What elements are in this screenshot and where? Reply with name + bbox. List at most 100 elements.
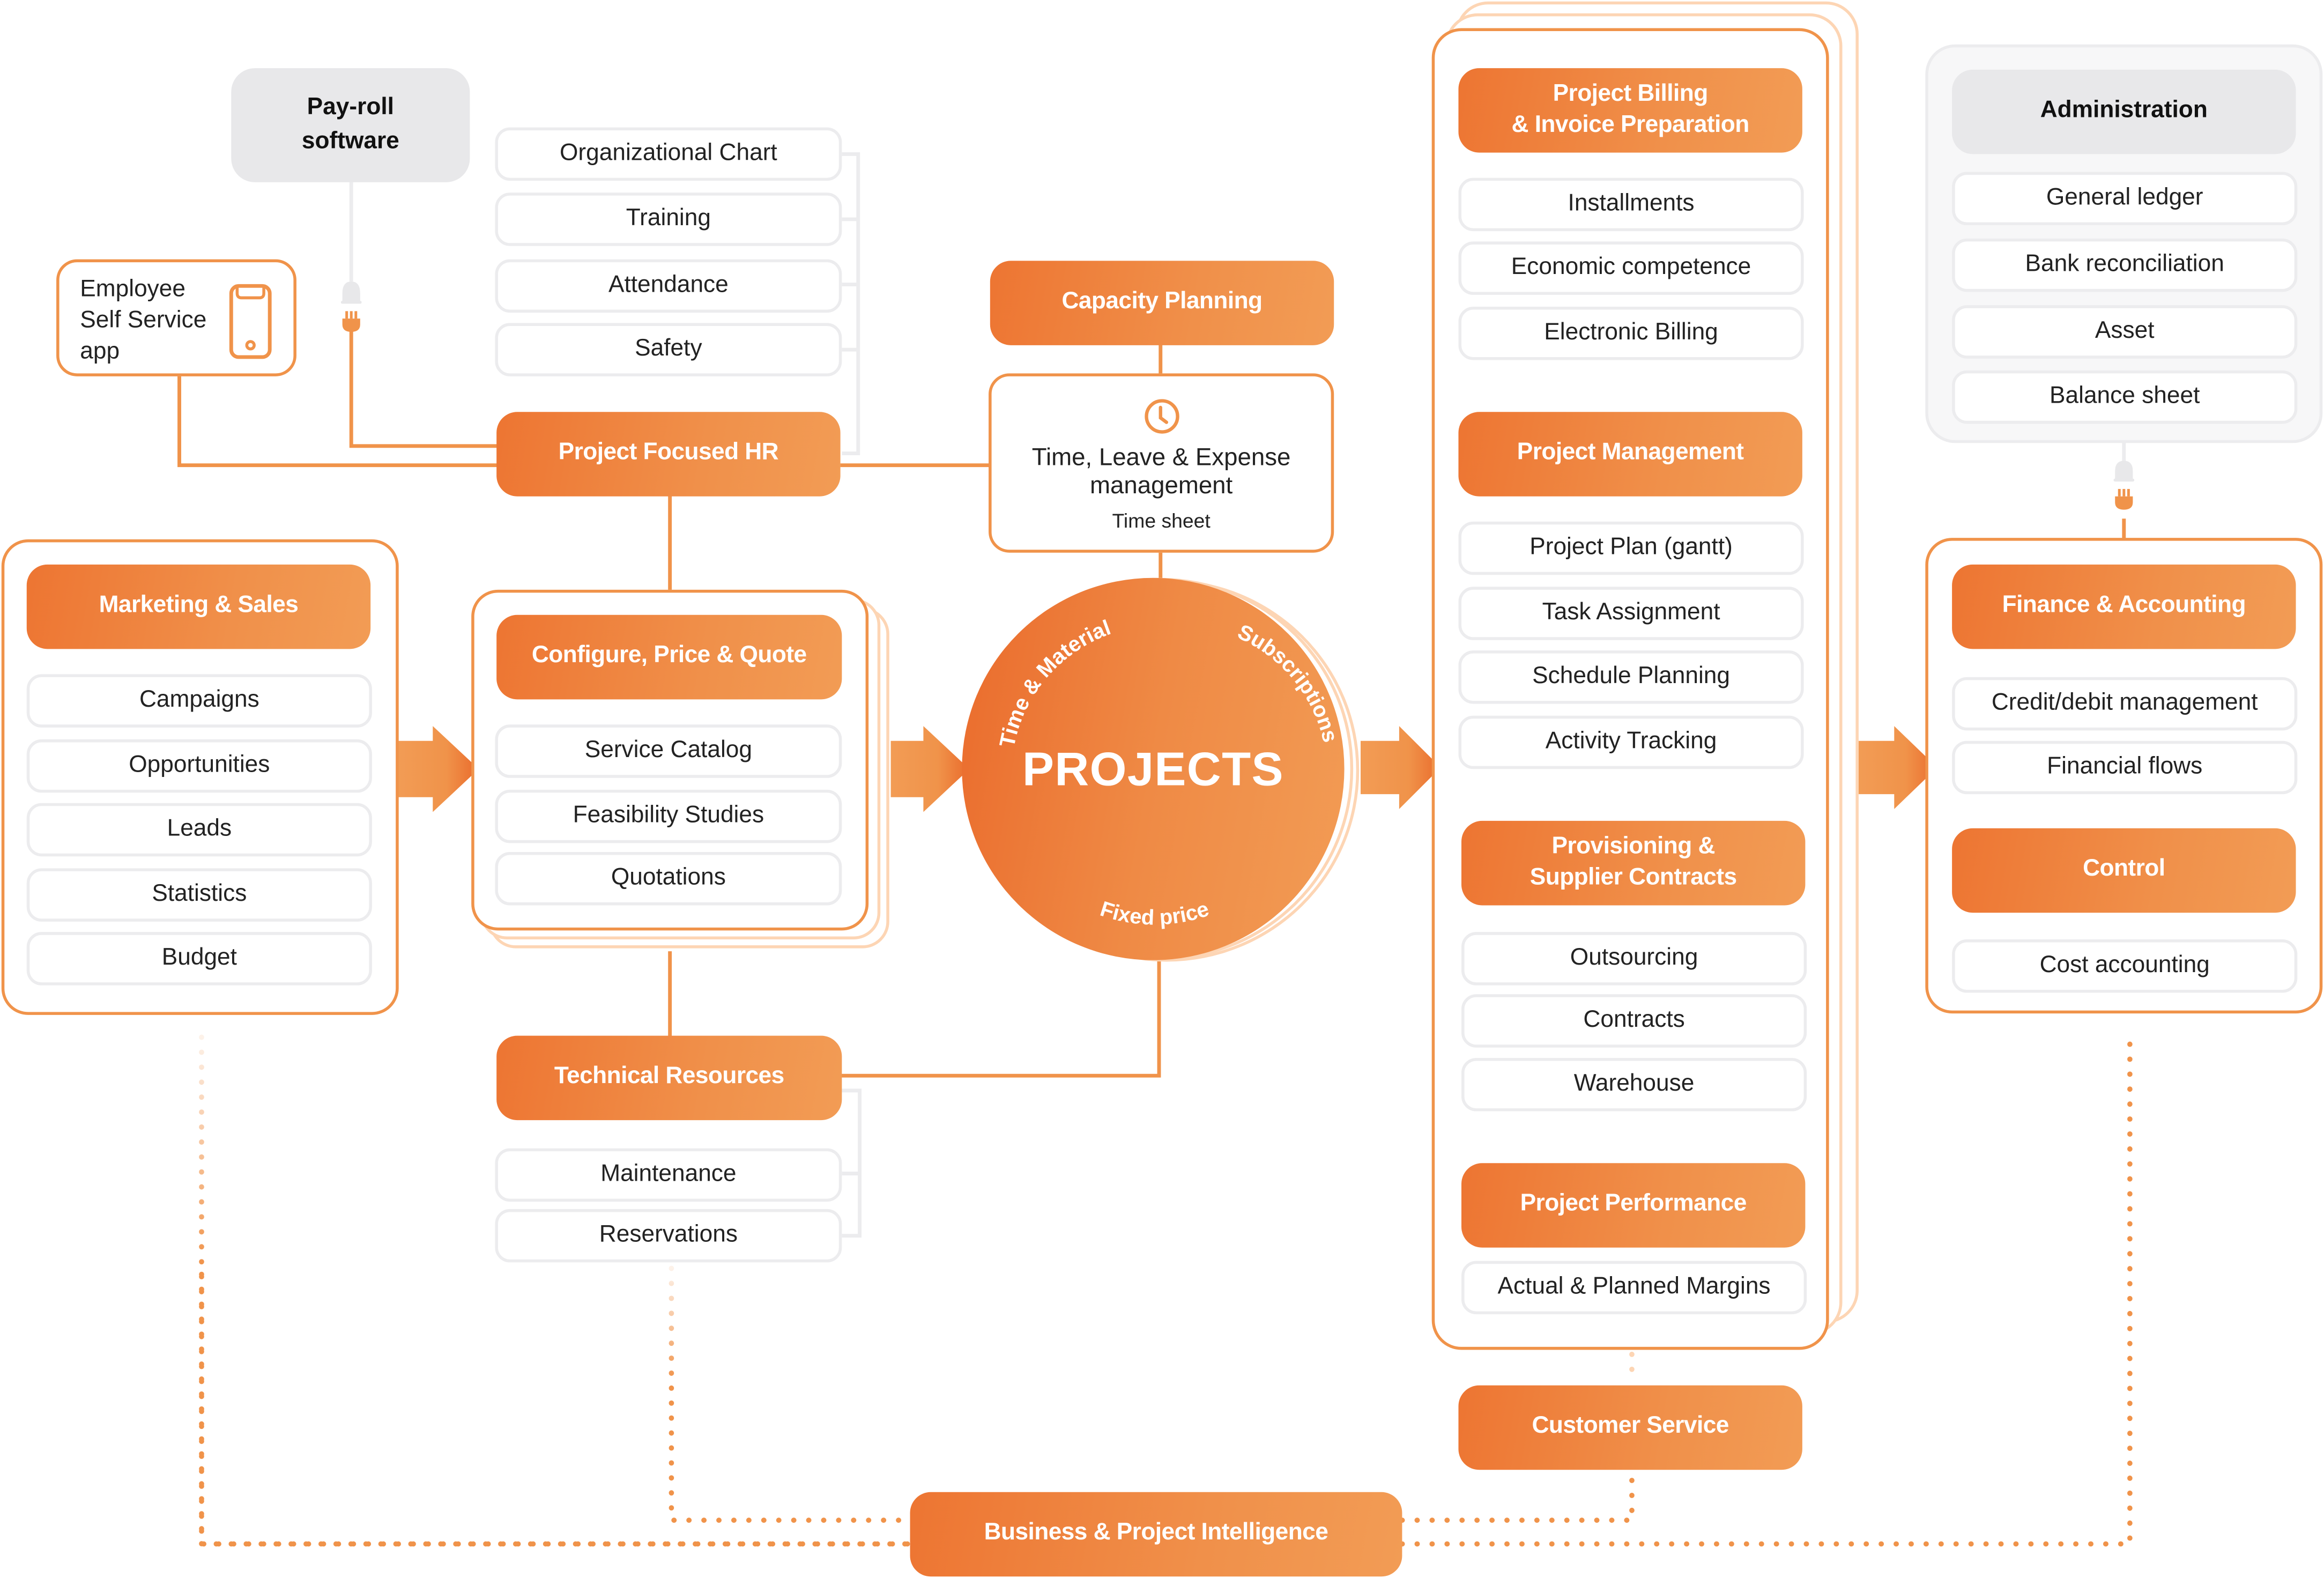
provisioning-item[interactable]: Outsourcing xyxy=(1461,932,1807,986)
employee-self-service-box[interactable]: Employee Self Service app xyxy=(56,259,296,376)
pm-item[interactable]: Project Plan (gantt) xyxy=(1458,521,1804,575)
bi-dotted-connectors xyxy=(199,1034,2133,1547)
admin-plug-icon xyxy=(2113,461,2135,510)
hr-item-label: Organizational Chart xyxy=(560,140,777,166)
marketing-item[interactable]: Campaigns xyxy=(26,674,372,728)
marketing-item-label: Statistics xyxy=(152,881,247,907)
cpq-header[interactable]: Configure, Price & Quote xyxy=(496,614,842,700)
pm-item[interactable]: Task Assignment xyxy=(1458,587,1804,640)
project-management-header[interactable]: Project Management xyxy=(1458,412,1802,497)
hr-item[interactable]: Training xyxy=(495,192,842,246)
marketing-item[interactable]: Opportunities xyxy=(26,739,372,793)
projects-hub[interactable]: PROJECTS Time & Material Subscriptions F… xyxy=(962,577,1345,960)
project-type-fixed-price: Fixed price xyxy=(1097,897,1212,930)
hr-item-label: Safety xyxy=(635,336,702,362)
pm-item[interactable]: Activity Tracking xyxy=(1458,715,1804,769)
marketing-item[interactable]: Budget xyxy=(26,932,372,986)
pm-title: Project Management xyxy=(1517,440,1744,465)
performance-item[interactable]: Actual & Planned Margins xyxy=(1461,1261,1807,1315)
billing-item[interactable]: Installments xyxy=(1458,177,1804,232)
tle-title-line2: management xyxy=(1089,472,1233,500)
payroll-label-line1: Pay-roll xyxy=(307,95,394,121)
project-billing-header[interactable]: Project Billing & Invoice Preparation xyxy=(1458,68,1802,153)
clock-icon xyxy=(1144,399,1179,434)
ess-label-line1: Employee xyxy=(80,277,186,302)
hr-item[interactable]: Organizational Chart xyxy=(495,127,842,181)
billing-item-label: Economic competence xyxy=(1511,255,1751,280)
tle-title-line1: Time, Leave & Expense xyxy=(1031,444,1291,471)
technical-resources-header[interactable]: Technical Resources xyxy=(496,1035,842,1121)
technical-item[interactable]: Reservations xyxy=(495,1209,842,1263)
administration-item-label: General ledger xyxy=(2046,185,2203,211)
control-title: Control xyxy=(2083,856,2165,882)
time-leave-expense-box[interactable]: Time, Leave & Expense management Time sh… xyxy=(989,373,1334,553)
marketing-item-label: Leads xyxy=(167,816,232,842)
provisioning-item-label: Contracts xyxy=(1583,1007,1685,1033)
marketing-item-label: Campaigns xyxy=(139,687,259,713)
technical-item[interactable]: Maintenance xyxy=(495,1148,842,1202)
ess-label-line2: Self Service xyxy=(80,308,207,334)
performance-item-label: Actual & Planned Margins xyxy=(1497,1274,1771,1300)
finance-item[interactable]: Credit/debit management xyxy=(1952,677,2298,731)
pm-item-label: Task Assignment xyxy=(1542,600,1720,626)
billing-item[interactable]: Electronic Billing xyxy=(1458,307,1804,360)
tle-subtitle: Time sheet xyxy=(1112,509,1211,532)
hr-item[interactable]: Attendance xyxy=(495,259,842,313)
provisioning-title-line1: Provisioning & xyxy=(1551,833,1715,859)
technical-item-label: Reservations xyxy=(599,1222,738,1248)
arrow-operations-to-finance xyxy=(1858,726,1937,809)
administration-item[interactable]: Balance sheet xyxy=(1952,370,2298,424)
payroll-software-box[interactable]: Pay-roll software xyxy=(231,68,470,182)
finance-item[interactable]: Financial flows xyxy=(1952,740,2298,795)
administration-title: Administration xyxy=(2040,98,2208,124)
ess-label-line3: app xyxy=(80,339,120,365)
provisioning-item[interactable]: Contracts xyxy=(1461,994,1807,1048)
marketing-title: Marketing & Sales xyxy=(99,592,299,618)
hr-title: Project Focused HR xyxy=(558,440,779,465)
project-type-subscriptions: Subscriptions xyxy=(1234,620,1342,745)
project-performance-header[interactable]: Project Performance xyxy=(1461,1163,1806,1248)
administration-item[interactable]: Asset xyxy=(1952,305,2298,359)
cpq-item[interactable]: Quotations xyxy=(495,851,842,906)
payroll-plug-icon xyxy=(340,281,362,332)
performance-title: Project Performance xyxy=(1520,1191,1747,1217)
customer-service-header[interactable]: Customer Service xyxy=(1458,1385,1802,1470)
project-type-time-material: Time & Material xyxy=(996,616,1114,749)
flow-arrows xyxy=(397,726,1937,812)
administration-header[interactable]: Administration xyxy=(1952,69,2296,154)
arrow-cpq-to-projects xyxy=(890,726,970,812)
capacity-planning-header[interactable]: Capacity Planning xyxy=(990,261,1334,345)
marketing-item[interactable]: Leads xyxy=(26,803,372,857)
provisioning-title-line2: Supplier Contracts xyxy=(1529,864,1737,890)
cpq-item-label: Quotations xyxy=(611,865,726,891)
administration-item[interactable]: Bank reconciliation xyxy=(1952,238,2298,292)
hr-item[interactable]: Safety xyxy=(495,323,842,376)
marketing-item-label: Budget xyxy=(161,945,237,971)
payroll-label-line2: software xyxy=(301,128,399,154)
cpq-item[interactable]: Feasibility Studies xyxy=(495,789,842,843)
capacity-title: Capacity Planning xyxy=(1061,289,1263,315)
control-item-label: Cost accounting xyxy=(2039,952,2210,978)
bi-title: Business & Project Intelligence xyxy=(984,1520,1328,1546)
marketing-sales-header[interactable]: Marketing & Sales xyxy=(26,564,371,649)
administration-item-label: Asset xyxy=(2095,318,2155,344)
business-intelligence-header[interactable]: Business & Project Intelligence xyxy=(910,1492,1402,1577)
arrow-projects-to-operations xyxy=(1360,726,1441,809)
finance-accounting-header[interactable]: Finance & Accounting xyxy=(1952,564,2296,649)
provisioning-header[interactable]: Provisioning & Supplier Contracts xyxy=(1461,820,1806,906)
cpq-item[interactable]: Service Catalog xyxy=(495,724,842,778)
smartphone-icon xyxy=(229,284,272,359)
pm-item[interactable]: Schedule Planning xyxy=(1458,650,1804,704)
project-focused-hr-header[interactable]: Project Focused HR xyxy=(496,412,841,497)
marketing-item[interactable]: Statistics xyxy=(26,868,372,922)
control-item[interactable]: Cost accounting xyxy=(1952,939,2298,993)
billing-title-line2: & Invoice Preparation xyxy=(1511,112,1750,137)
control-header[interactable]: Control xyxy=(1952,828,2296,913)
hr-item-label: Training xyxy=(626,206,711,232)
billing-item[interactable]: Economic competence xyxy=(1458,241,1804,295)
provisioning-item[interactable]: Warehouse xyxy=(1461,1058,1807,1112)
administration-item[interactable]: General ledger xyxy=(1952,172,2298,226)
administration-item-label: Balance sheet xyxy=(2050,383,2200,409)
cpq-title: Configure, Price & Quote xyxy=(531,643,807,669)
